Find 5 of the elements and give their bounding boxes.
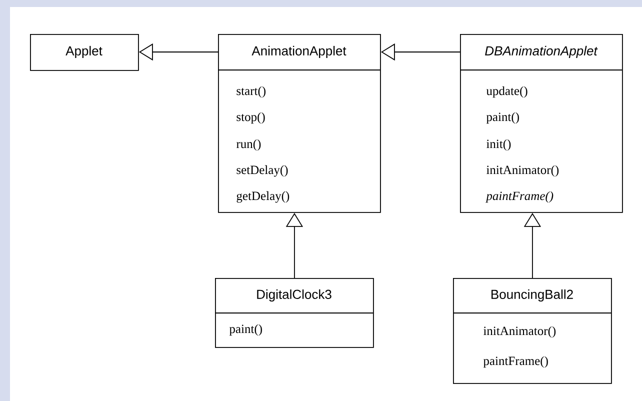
class-box: Applet bbox=[30, 34, 139, 71]
class-box: DigitalClock3 paint() bbox=[214, 278, 374, 348]
class-box: AnimationApplet start() stop() run() setDelay() getDelay() bbox=[218, 34, 381, 213]
class-box: DBAnimationApplet update() paint() init() initAnimator() paintFrame() bbox=[460, 34, 623, 213]
class-box: BouncingBall2 initAnimator() paintFrame() bbox=[452, 278, 612, 384]
